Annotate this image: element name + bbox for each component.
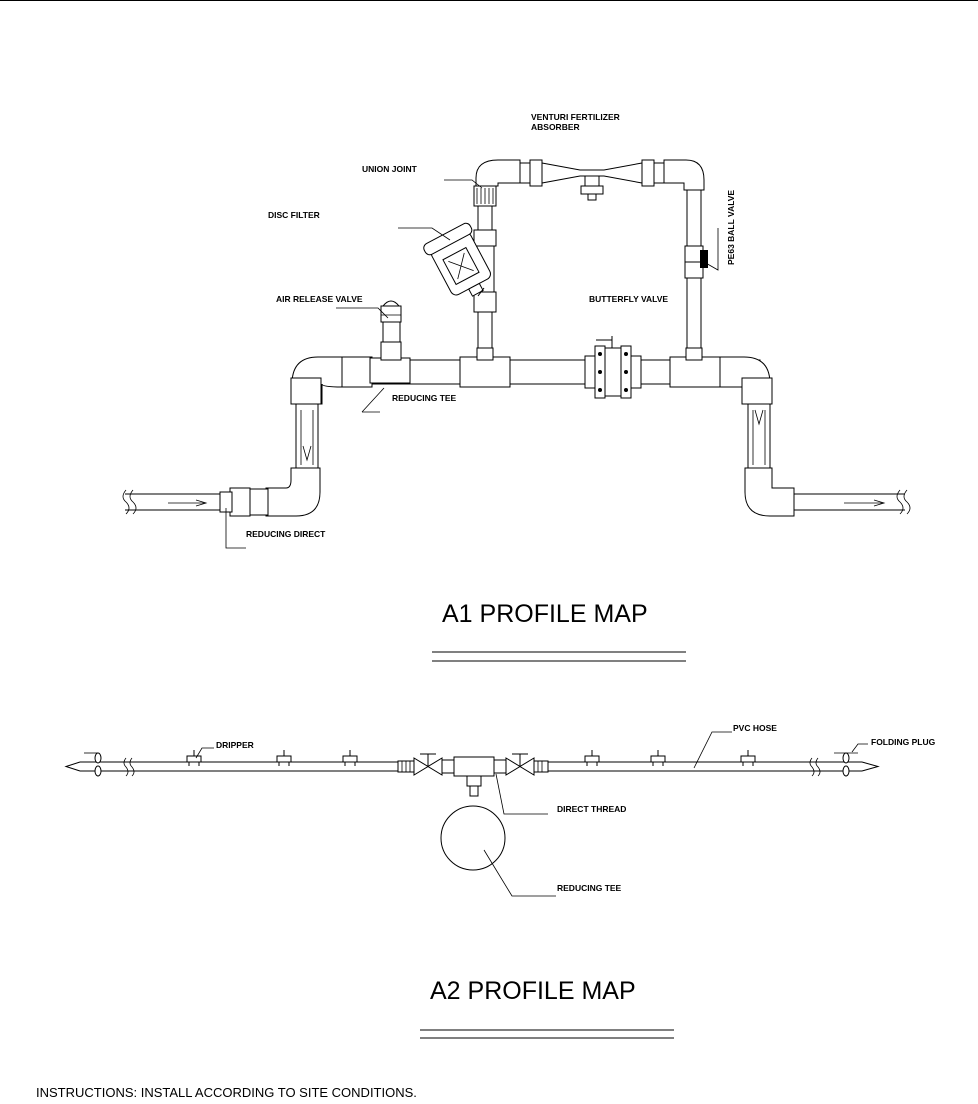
direct-thread-left: [397, 760, 415, 773]
folding-plug-left: [84, 752, 102, 777]
a2-profile-diagram: DRIPPER PVC HOSE FOLDING PLUG DIRECT THR…: [64, 723, 936, 1039]
label-pvc-hose: PVC HOSE: [733, 723, 777, 733]
pvc-hose-lateral: [64, 757, 880, 777]
a1-profile-diagram: VENTURI FERTILIZER ABSORBER UNION JOINT …: [122, 112, 911, 662]
left-lower-elbow: [265, 467, 321, 517]
a1-title: A1 PROFILE MAP: [442, 600, 648, 628]
right-upper-elbow: [719, 356, 773, 405]
folding-plug-right: [834, 752, 858, 777]
dripper: [650, 750, 666, 766]
reducing-direct-fitting: [219, 487, 269, 517]
dripper: [584, 750, 600, 766]
lateral-valve-left: [413, 753, 455, 776]
a2-title: A2 PROFILE MAP: [430, 977, 636, 1005]
right-riser-tee: [669, 347, 721, 388]
left-inlet-pipe: [122, 489, 220, 515]
a1-leader-lines: [225, 179, 719, 549]
lateral-valve-right: [493, 753, 535, 776]
butterfly-valve: [584, 336, 642, 399]
reducing-tee: [341, 341, 411, 388]
pe63-ball-valve: [685, 250, 708, 268]
label-ball-valve: PE63 BALL VALVE: [726, 190, 736, 265]
label-folding-plug: FOLDING PLUG: [871, 737, 936, 747]
top-right-elbow: [663, 159, 705, 191]
dripper: [740, 750, 756, 766]
dripper: [342, 750, 358, 766]
label-reducing-tee: REDUCING TEE: [392, 393, 457, 403]
right-lower-elbow: [744, 467, 795, 517]
label-butterfly-valve: BUTTERFLY VALVE: [589, 294, 668, 304]
right-vertical-pipe: [747, 403, 771, 469]
disc-filter: [423, 222, 491, 297]
dripper: [276, 750, 292, 766]
label-union-joint: UNION JOINT: [362, 164, 418, 174]
right-outlet-pipe: [794, 489, 911, 515]
label-air-release-valve: AIR RELEASE VALVE: [276, 294, 363, 304]
left-vertical-pipe: [295, 403, 319, 469]
label-dripper: DRIPPER: [216, 740, 254, 750]
disc-filter-link: [477, 287, 485, 297]
ball-valve-riser: [684, 189, 704, 349]
instructions-note: INSTRUCTIONS: INSTALL ACCORDING TO SITE …: [36, 1085, 417, 1100]
left-riser-tee: [459, 347, 511, 388]
label-venturi-line1: VENTURI FERTILIZER: [531, 112, 620, 122]
union-joint: [473, 185, 497, 207]
dripper: [186, 750, 202, 766]
label-disc-filter: DISC FILTER: [268, 210, 320, 220]
reducing-tee-a2: [453, 756, 495, 797]
air-release-valve: [380, 300, 402, 343]
supply-main-section: [440, 805, 506, 871]
top-border-line: [0, 0, 978, 1]
a2-leader-lines: [195, 731, 868, 897]
venturi-fertilizer-absorber: [519, 159, 665, 201]
top-left-elbow: [475, 159, 521, 187]
direct-thread-right: [533, 760, 549, 773]
label-reducing-tee-a2: REDUCING TEE: [557, 883, 622, 893]
label-venturi-line2: ABSORBER: [531, 122, 580, 132]
label-direct-thread: DIRECT THREAD: [557, 804, 626, 814]
label-reducing-direct: REDUCING DIRECT: [246, 529, 326, 539]
left-upper-elbow: [290, 356, 343, 405]
